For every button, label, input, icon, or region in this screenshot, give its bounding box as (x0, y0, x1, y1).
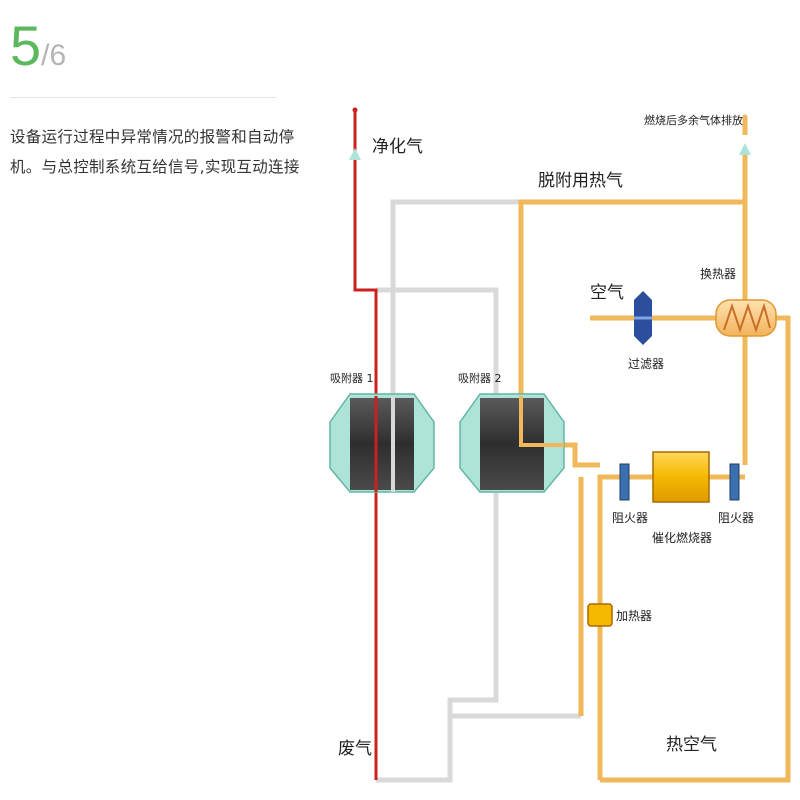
label-heat-exchanger: 换热器 (700, 267, 736, 281)
label-adsorber-2: 吸附器 2 (458, 371, 502, 385)
description-line-1: 设备运行过程中异常情况的报警和自动停 (10, 128, 295, 146)
label-flame-arrester-right: 阻火器 (718, 511, 754, 525)
label-catalytic-combustor: 催化燃烧器 (652, 530, 712, 545)
label-adsorber-1: 吸附器 1 (330, 371, 374, 385)
heat-exchanger-coil (723, 302, 771, 334)
cold-line-bottom (376, 716, 453, 783)
label-flame-arrester-left: 阻火器 (612, 511, 648, 525)
description-line-2: 机。与总控制系统互给信号,实现互动连接 (10, 158, 300, 176)
label-filter: 过滤器 (628, 357, 664, 371)
exhaust-outlet-icon (739, 143, 751, 155)
step-description: 设备运行过程中异常情况的报警和自动停 机。与总控制系统互给信号,实现互动连接 (10, 122, 300, 182)
catalytic-combustor (652, 451, 710, 503)
step-current: 5 (10, 14, 42, 77)
cold-line-return (447, 493, 581, 719)
label-hot-air: 热空气 (666, 735, 717, 755)
heater-icon (587, 603, 613, 627)
adsorber-1-core (350, 398, 414, 490)
desorption-hot-line (518, 199, 745, 445)
label-air: 空气 (590, 283, 624, 303)
adsorber-1 (329, 393, 435, 493)
hot-through-adsorber-2 (519, 396, 564, 447)
label-exhaust: 燃烧后多余气体排放 (644, 113, 743, 127)
hx-outlet-line (600, 315, 791, 783)
cold-line-bypass (376, 287, 499, 396)
step-counter: 5/6 (10, 18, 66, 74)
cold-line-clean (390, 199, 521, 396)
exhaust-top-dot (742, 114, 748, 120)
label-clean-gas: 净化气 (372, 137, 423, 157)
hot-gas-lines (518, 118, 791, 783)
header-divider (10, 97, 276, 98)
clean-top-dot (352, 107, 358, 113)
flame-arrester-right-icon (729, 463, 740, 501)
clean-gas-outlet-icon (349, 148, 361, 160)
step-total: 6 (49, 39, 67, 72)
waste-gas-line (353, 110, 378, 780)
label-desorption-hot-gas: 脱附用热气 (538, 171, 623, 191)
heat-exchanger (715, 299, 777, 337)
flame-arrester-left-icon (619, 463, 630, 501)
label-waste-gas: 废气 (338, 739, 372, 759)
label-heater: 加热器 (616, 609, 652, 623)
step-separator: / (41, 39, 50, 72)
cold-gas-lines (376, 199, 581, 783)
